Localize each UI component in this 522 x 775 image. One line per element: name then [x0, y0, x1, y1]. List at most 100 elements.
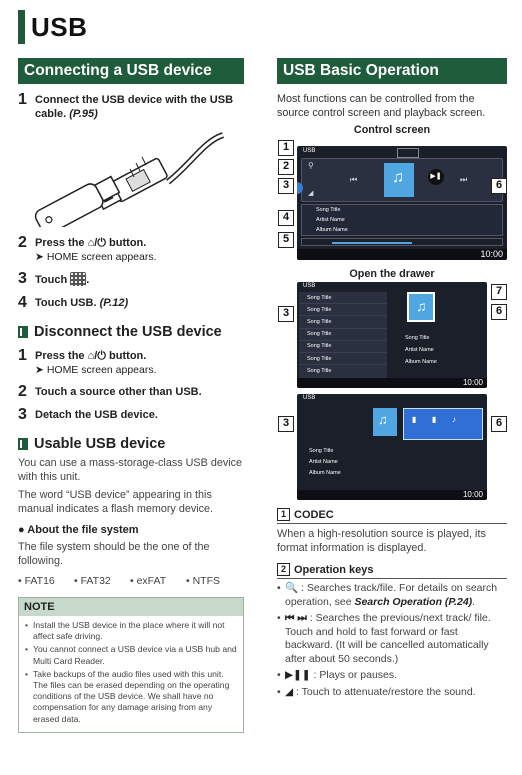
attenuate-icon[interactable]: ◢ [308, 190, 314, 197]
list-item[interactable]: Song Title [299, 341, 387, 353]
list-item[interactable]: Song Title [299, 329, 387, 341]
intro-text: Most functions can be controlled from th… [277, 93, 486, 119]
list-item: • NTFS [186, 575, 221, 587]
music-note-icon: ♫ [378, 412, 388, 427]
list-item: • FAT32 [74, 575, 111, 587]
heading-disconnect: Disconnect the USB device [18, 324, 244, 340]
callout-6: 6 [491, 416, 507, 432]
grid-menu-icon [70, 272, 87, 286]
codec-indicator [397, 148, 419, 158]
album-art: ♫ [407, 292, 435, 322]
music-note-icon: ♫ [392, 169, 404, 186]
drawer-screen-figure-2: USB ♫ ▮ ▮ ♪ Song Title Artist Name Album… [277, 394, 507, 500]
callout-4: 4 [278, 210, 294, 226]
note-heading: NOTE [19, 598, 243, 616]
search-icon[interactable]: ⚲ [308, 161, 314, 170]
bottom-bar: 10:00 [297, 490, 487, 500]
source-label: USB [303, 395, 316, 401]
attenuate-icon: ◢ [285, 685, 294, 698]
arrow-icon: ➤ [35, 364, 44, 376]
music-note-icon: ♫ [416, 298, 427, 314]
connect-step-2-result: ➤HOME screen appears. [35, 251, 157, 263]
list-item[interactable]: Song Title [299, 304, 387, 317]
callout-3: 3 [278, 306, 294, 322]
note-item: You cannot connect a USB device via a US… [25, 644, 237, 666]
callout-2: 2 [278, 159, 294, 175]
list-item[interactable]: Song Title [299, 292, 387, 305]
source-label: USB [303, 148, 316, 154]
left-column: Connecting a USB device 1 Connect the US… [18, 58, 244, 733]
callout-1: 1 [278, 140, 294, 156]
connect-step-2: 2 Press the ⌂/⏻ button. [18, 234, 147, 251]
section-square-icon [18, 438, 28, 450]
section-square-icon [18, 326, 28, 338]
clock: 10:00 [462, 490, 483, 499]
home-power-icon: ⌂/⏻ [87, 237, 106, 249]
folder-icon[interactable]: ▮ [432, 415, 437, 424]
file-list-panel[interactable]: ▮ ▮ ♪ [403, 408, 483, 440]
usb-stick-icon [34, 132, 225, 235]
list-item: • exFAT [130, 575, 167, 587]
disconnect-step-1-result: ➤HOME screen appears. [35, 364, 157, 376]
album-art: ♫ [373, 408, 397, 436]
callout-3: 3 [278, 178, 294, 194]
drawer-screen-2: USB ♫ ▮ ▮ ♪ Song Title Artist Name Album… [297, 394, 487, 500]
music-note-icon[interactable]: ♪ [452, 415, 456, 424]
play-pause-icon: ▶❚❚ [285, 669, 311, 681]
search-icon: 🔍 [285, 582, 299, 594]
arrow-icon: ➤ [35, 251, 44, 263]
folder-icon[interactable]: ▮ [412, 415, 417, 424]
right-column: USB Basic Operation Most functions can b… [277, 58, 507, 699]
title-marker [18, 10, 25, 44]
source-label: USB [303, 283, 316, 289]
progress-area [301, 238, 503, 246]
track-title: Song Title [309, 448, 334, 454]
track-info-area: Song Title Artist Name Album Name [301, 204, 503, 236]
drawer-list: Song Title Song Title Song Title Song Ti… [299, 292, 387, 382]
opkey-prev-next: ⏮ ⏭ : Searches the previous/next track/ … [277, 612, 507, 666]
list-item[interactable]: Song Title [299, 316, 387, 329]
opkey-play-pause: ▶❚❚ : Plays or pauses. [277, 669, 507, 683]
opkey-attenuate: ◢ : Touch to attenuate/restore the sound… [277, 686, 507, 700]
callout-6: 6 [491, 178, 507, 194]
note-box: NOTE Install the USB device in the place… [18, 597, 244, 733]
track-title: Song Title [405, 335, 430, 341]
bottom-bar: 10:00 [297, 378, 487, 388]
track-album: Album Name [309, 470, 341, 476]
disconnect-step-3: 3 Detach the USB device. [18, 406, 158, 423]
section-title-connecting: Connecting a USB device [18, 58, 244, 84]
note-item: Install the USB device in the place wher… [25, 620, 237, 642]
connect-step-4: 4 Touch USB. (P.12) [18, 294, 129, 311]
section-title-basic-operation: USB Basic Operation [277, 58, 507, 84]
list-item[interactable]: Song Title [299, 353, 387, 366]
list-item[interactable]: Song Title [307, 367, 332, 374]
page-header: USB [18, 10, 87, 44]
clock: 10:00 [480, 249, 503, 259]
track-artist: Artist Name [405, 347, 434, 353]
disconnect-step-2: 2 Touch a source other than USB. [18, 383, 202, 400]
callout-5: 5 [278, 232, 294, 248]
open-drawer-label: Open the drawer [349, 268, 435, 280]
control-screen-figure: USB ⚲ ⏮ ♫ ▶❚ ⏭ ◢ Song Title Artist Name … [277, 140, 507, 260]
control-screen: USB ⚲ ⏮ ♫ ▶❚ ⏭ ◢ Song Title Artist Name … [297, 146, 507, 260]
next-track-icon[interactable]: ⏭ [460, 175, 468, 184]
progress-bar[interactable] [332, 242, 412, 244]
operation-keys-area: ⚲ ⏮ ♫ ▶❚ ⏭ ◢ [301, 158, 503, 202]
note-item: Take backups of the audio files used wit… [25, 669, 237, 725]
file-system-heading: ● About the file system [18, 524, 139, 536]
track-title: Song Title [316, 207, 341, 213]
track-info-area: Song Title Artist Name Album Name [309, 446, 341, 479]
previous-track-icon[interactable]: ⏮ [350, 175, 358, 184]
file-system-list: • FAT16 • FAT32 • exFAT • NTFS [18, 575, 244, 587]
track-album: Album Name [405, 359, 437, 365]
list-item: • FAT16 [18, 575, 55, 587]
track-album: Album Name [316, 227, 348, 233]
track-info-area: Song Title Artist Name Album Name [405, 332, 437, 368]
left-panel-handle[interactable] [297, 182, 303, 194]
track-artist: Artist Name [309, 459, 338, 465]
codec-text: When a high-resolution source is played,… [277, 528, 486, 554]
play-pause-icon[interactable]: ▶❚ [428, 169, 444, 185]
usable-paragraph-1: You can use a mass-storage-class USB dev… [18, 457, 243, 483]
